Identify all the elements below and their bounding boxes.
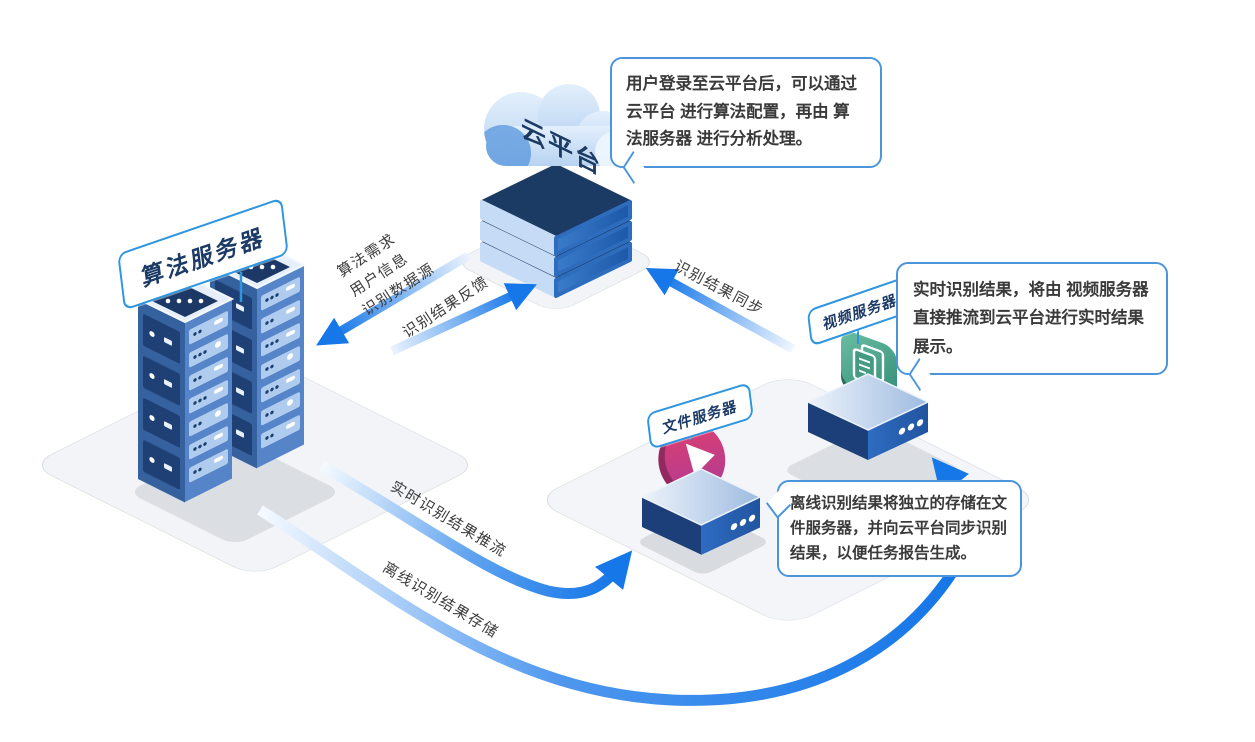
callout-cloud-text: 用户登录至云平台后，可以通过 云平台 进行算法配置，再由 算法服务器 进行分析处… [626,75,857,149]
callout-cloud: 用户登录至云平台后，可以通过 云平台 进行算法配置，再由 算法服务器 进行分析处… [610,57,882,184]
video-server-icon [806,332,930,460]
callout-video: 实时识别结果，将由 视频服务器 直接推流到云平台进行实时结果展示。 [896,262,1168,391]
arrow-sync [645,267,796,353]
cloud-platform-icon: 云平台 [480,84,634,298]
arrow-demand [316,252,471,346]
callout-file: 离线识别结果将独立的存储在文件服务器，并向云平台同步识别结果，以便任务报告生成。 [765,480,1022,578]
callout-video-text: 实时识别结果，将由 视频服务器 直接推流到云平台进行实时结果展示。 [913,281,1149,356]
file-server-icon [640,423,762,555]
stack-slab-3 [480,164,632,256]
callout-file-text: 离线识别结果将独立的存储在文件服务器，并向云平台同步识别结果，以便任务报告生成。 [790,495,1008,563]
algorithm-server-icon [135,240,307,503]
server-tower-front [135,274,235,503]
arrow-realtime-push [319,461,633,600]
arrow-feedback [390,283,537,356]
